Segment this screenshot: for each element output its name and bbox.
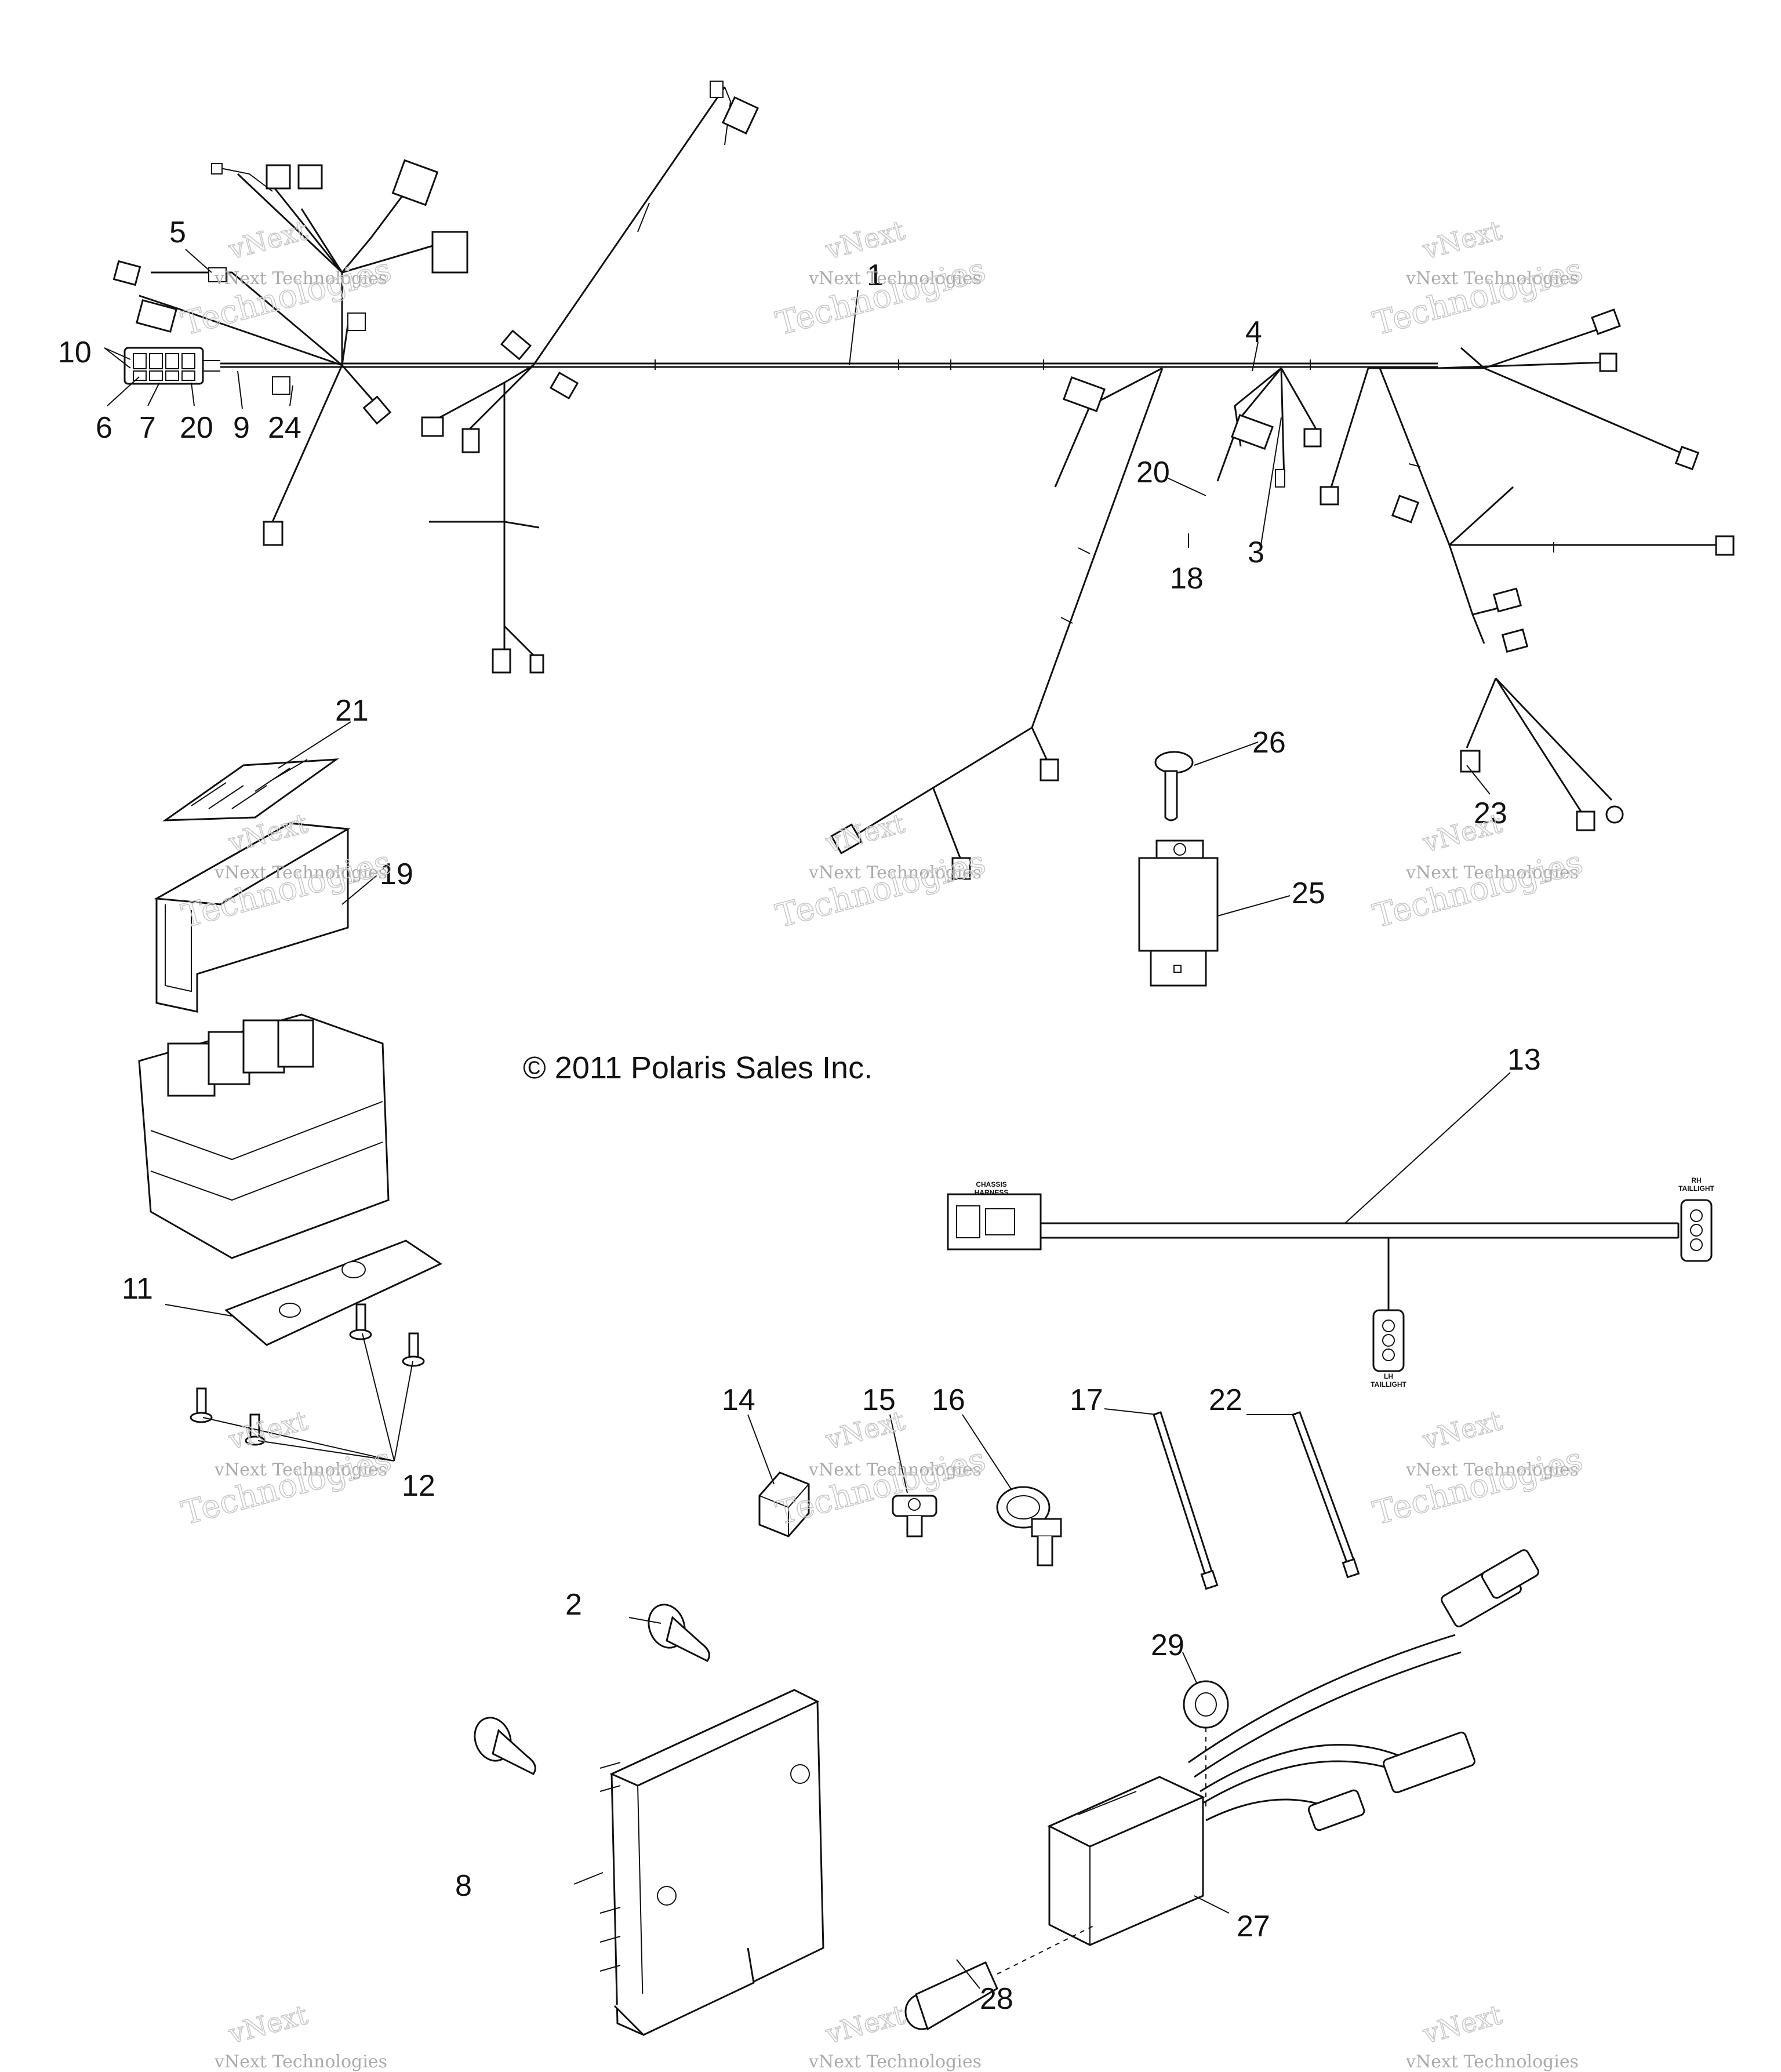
- svg-text:vNext Technologies: vNext Technologies: [214, 1460, 387, 1480]
- chassis-harness-label-1: CHASSIS: [976, 1180, 1006, 1188]
- harness-clip-15: [892, 1495, 937, 1537]
- watermark-bottom-left: vNext vNext Technologies: [214, 1998, 387, 2072]
- svg-text:vNext: vNext: [225, 1405, 311, 1456]
- taillight-harness: CHASSIS HARNESS RH TAILLIGHT LH TAILLIGH…: [947, 1176, 1715, 1388]
- callout-6: 6: [96, 411, 112, 445]
- callout-16: 16: [932, 1383, 965, 1417]
- callout-25: 25: [1292, 877, 1325, 910]
- fuse-box-bracket: [224, 1239, 443, 1346]
- lh-taillight-label-1: LH: [1384, 1372, 1393, 1380]
- callout-26: 26: [1252, 726, 1286, 759]
- svg-text:vNext Technologies: vNext Technologies: [1405, 2052, 1579, 2072]
- svg-text:vNext Technologies: vNext Technologies: [1405, 863, 1579, 883]
- screw-26: [1154, 751, 1194, 821]
- main-wire-harness: [112, 81, 1735, 880]
- watermark-top-right: vNext vNext Technologies Technologies: [1369, 214, 1587, 343]
- watermark-grid: vNext vNext Technologies Technologies vN…: [177, 214, 1587, 2072]
- decal-sheet: [162, 758, 340, 821]
- svg-text:vNext Technologies: vNext Technologies: [214, 268, 387, 289]
- svg-text:vNext Technologies: vNext Technologies: [214, 2052, 387, 2072]
- svg-text:vNext: vNext: [1419, 1405, 1506, 1456]
- watermark-low-left: vNext vNext Technologies Technologies: [177, 1404, 395, 1533]
- callout-12: 12: [402, 1469, 435, 1503]
- callout-21: 21: [335, 694, 369, 728]
- callout-29: 29: [1151, 1628, 1184, 1662]
- relay-module-25: [1138, 839, 1219, 987]
- fuse-block-connector: [123, 347, 220, 385]
- watermark-mid-right: vNext vNext Technologies Technologies: [1369, 807, 1587, 936]
- fuse-box-cover: [154, 822, 351, 1013]
- svg-text:Technologies: Technologies: [178, 1441, 395, 1533]
- svg-text:vNext: vNext: [822, 215, 908, 266]
- callout-15: 15: [862, 1383, 896, 1417]
- callout-14: 14: [722, 1383, 755, 1417]
- callout-23: 23: [1474, 797, 1507, 830]
- callout-13: 13: [1507, 1043, 1541, 1077]
- watermark-top-center: vNext vNext Technologies Technologies: [772, 214, 990, 343]
- callout-22: 22: [1209, 1383, 1242, 1417]
- fuse-box-relay-block: [138, 1013, 390, 1259]
- svg-text:vNext: vNext: [1419, 1999, 1506, 2050]
- svg-text:vNext: vNext: [822, 1999, 908, 2050]
- cable-tie-17: [1153, 1411, 1219, 1590]
- callout-20-upper: 20: [1136, 456, 1170, 489]
- rh-taillight-label-1: RH: [1691, 1176, 1701, 1184]
- callout-1: 1: [867, 259, 884, 292]
- watermark-bottom-right: vNext vNext Technologies: [1405, 1998, 1579, 2072]
- svg-text:vNext: vNext: [225, 1999, 311, 2050]
- svg-text:Technologies: Technologies: [772, 844, 990, 936]
- callout-28: 28: [980, 1982, 1013, 2016]
- callout-5: 5: [169, 216, 186, 249]
- copyright-notice: © 2011 Polaris Sales Inc.: [523, 1050, 873, 1085]
- callout-10: 10: [58, 336, 92, 369]
- harness-clip-14: [758, 1471, 810, 1537]
- callout-7: 7: [139, 411, 156, 445]
- svg-text:Technologies: Technologies: [1369, 844, 1587, 936]
- svg-text:vNext: vNext: [1419, 808, 1506, 859]
- ecu-module-8: [599, 1689, 824, 2036]
- screw-2-upper: [648, 1604, 710, 1662]
- chassis-harness-label-2: HARNESS: [975, 1188, 1009, 1197]
- callout-24: 24: [268, 411, 301, 445]
- svg-text:vNext Technologies: vNext Technologies: [808, 1460, 982, 1480]
- svg-text:vNext Technologies: vNext Technologies: [1405, 1460, 1579, 1480]
- callout-19: 19: [380, 857, 413, 891]
- callout-20-lower: 20: [180, 411, 213, 445]
- leader-lines: [104, 249, 1511, 1989]
- callout-4: 4: [1245, 315, 1262, 349]
- svg-text:vNext: vNext: [1419, 215, 1506, 266]
- svg-text:vNext: vNext: [225, 215, 311, 266]
- harness-clip-16: [996, 1486, 1062, 1566]
- rh-taillight-label-2: TAILLIGHT: [1678, 1184, 1714, 1193]
- callout-9: 9: [233, 411, 250, 445]
- svg-text:vNext Technologies: vNext Technologies: [808, 863, 982, 883]
- callout-18: 18: [1170, 562, 1204, 595]
- cable-tie-22: [1292, 1411, 1360, 1579]
- callout-3: 3: [1248, 536, 1264, 569]
- svg-text:Technologies: Technologies: [1369, 251, 1587, 343]
- svg-text:vNext Technologies: vNext Technologies: [1405, 268, 1579, 289]
- screw-2-lower: [474, 1717, 536, 1775]
- watermark-low-center: vNext vNext Technologies Technologies: [772, 1404, 990, 1533]
- callout-27: 27: [1237, 1910, 1270, 1943]
- watermark-low-right: vNext vNext Technologies Technologies: [1369, 1404, 1587, 1533]
- callout-11: 11: [122, 1272, 153, 1306]
- adapter-harness-27: [1047, 1549, 1540, 1946]
- watermark-mid-center: vNext vNext Technologies Technologies: [772, 807, 990, 936]
- callout-8: 8: [455, 1869, 472, 1903]
- grommet-29: [1183, 1680, 1229, 1809]
- svg-text:vNext: vNext: [822, 808, 908, 859]
- svg-text:Technologies: Technologies: [1369, 1441, 1587, 1533]
- svg-text:vNext Technologies: vNext Technologies: [808, 268, 982, 289]
- callout-2: 2: [565, 1588, 582, 1622]
- svg-text:vNext Technologies: vNext Technologies: [808, 2052, 982, 2072]
- bolt-28: [904, 1924, 1096, 2031]
- callout-numbers: 1 2 3 4 5 6 7 8 9 10 11 12 13 14 15 16 1…: [58, 216, 1541, 2016]
- svg-text:vNext Technologies: vNext Technologies: [214, 863, 387, 883]
- callout-17: 17: [1070, 1383, 1103, 1417]
- lh-taillight-label-2: TAILLIGHT: [1371, 1380, 1406, 1388]
